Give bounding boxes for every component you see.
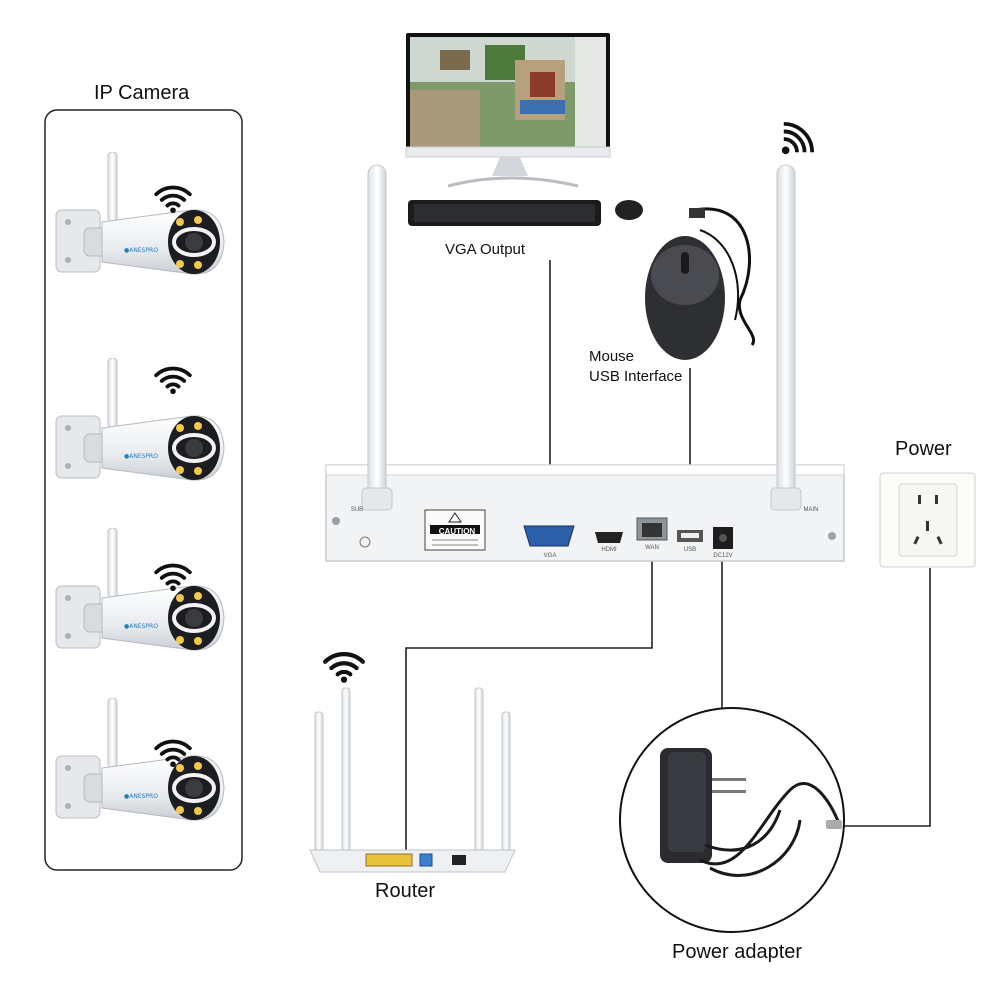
antenna-main-label: MAIN xyxy=(804,507,819,513)
ip-camera-2-icon xyxy=(54,358,226,483)
vga-port-label: VGA xyxy=(544,553,557,559)
mouse-icon xyxy=(645,207,756,360)
small-mouse-icon xyxy=(615,200,643,220)
hdmi-port-label: HDMI xyxy=(601,547,617,553)
wifi-icon xyxy=(325,654,363,683)
camera-panel-border xyxy=(44,109,243,871)
ip-camera-1-icon xyxy=(54,152,226,277)
wifi-icon xyxy=(154,185,192,214)
usb-interface-label: USB Interface xyxy=(589,368,683,385)
monitor-icon xyxy=(405,33,611,188)
antenna-sub-label: SUB xyxy=(351,507,363,513)
power-adapter-icon xyxy=(619,707,845,933)
caution-label: CAUTION xyxy=(439,527,476,536)
dc-port-label: DC12V xyxy=(713,553,732,559)
wifi-icon xyxy=(780,122,814,156)
mouse-label: Mouse xyxy=(589,348,635,365)
power-socket-icon xyxy=(879,472,976,568)
router-icon xyxy=(309,687,516,873)
ip-camera-label: IP Camera xyxy=(94,82,190,104)
keyboard-icon xyxy=(408,200,601,226)
nvr-icon xyxy=(325,164,845,562)
power-socket-line xyxy=(842,568,931,827)
power-adapter-label: Power adapter xyxy=(672,941,803,963)
router-label: Router xyxy=(375,880,436,902)
vga-output-label: VGA Output xyxy=(445,241,526,258)
wan-port-label: WAN xyxy=(645,545,659,551)
usb-port-label: USB xyxy=(684,547,696,553)
ip-camera-4-icon xyxy=(54,698,226,823)
ip-camera-3-icon xyxy=(54,528,226,653)
power-label: Power xyxy=(895,438,952,460)
wan-router-line xyxy=(405,540,653,858)
wifi-icon xyxy=(154,366,192,395)
